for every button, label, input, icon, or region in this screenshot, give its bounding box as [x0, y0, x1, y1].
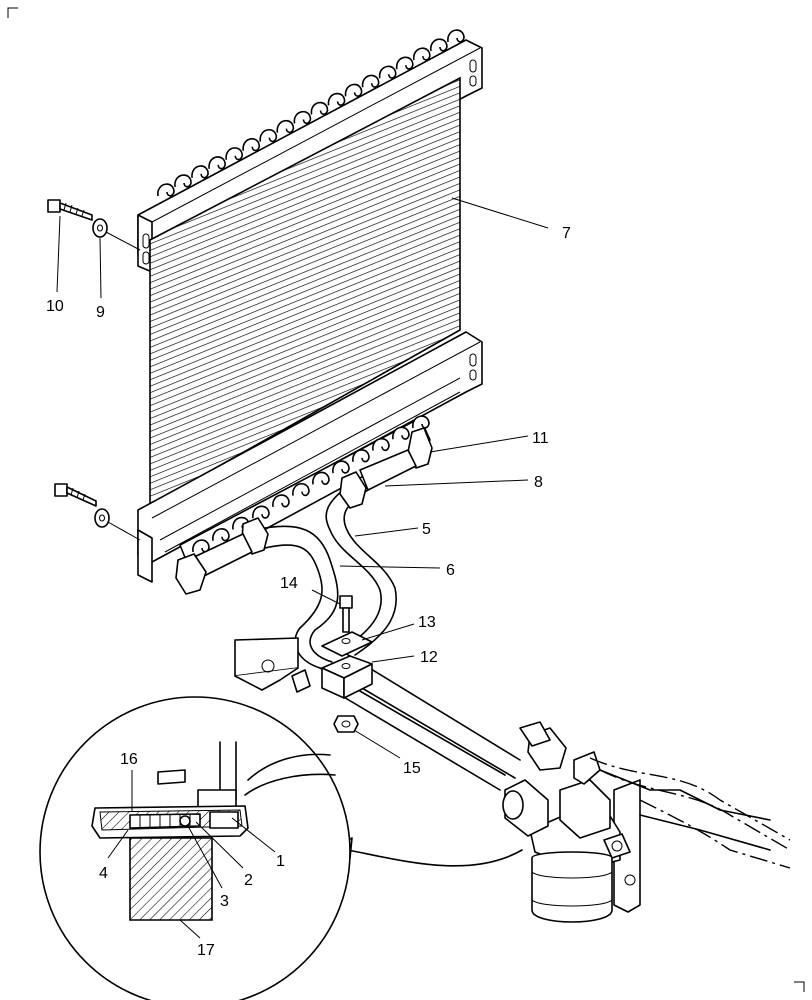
- cooler-coil-loop: [430, 38, 448, 52]
- mounting-bolt-upper: [47, 199, 93, 221]
- cooler-coil-loop: [412, 415, 430, 429]
- cooler-coil-loop: [225, 147, 244, 161]
- clamp-nut: [333, 715, 359, 733]
- fitting-upper-left: [339, 471, 367, 509]
- mounting-washer-lower: [94, 508, 110, 528]
- cooler-coil-loop: [447, 29, 465, 43]
- cooler-coil-loop: [332, 460, 350, 474]
- line-continuation-lower: [639, 799, 791, 869]
- filter-element-section: [129, 837, 213, 921]
- cooler-core-fins: [149, 76, 461, 507]
- cooler-coil-loop: [327, 92, 346, 106]
- cooler-coil-loop: [292, 483, 310, 497]
- callout-5: 5: [422, 521, 431, 538]
- callout-1: 1: [276, 853, 285, 870]
- cooler-coil-loop: [372, 437, 390, 452]
- cooler-coil-loop: [361, 74, 380, 88]
- callout-2: 2: [244, 872, 253, 889]
- cooler-coil-loop: [352, 449, 370, 463]
- callout-3: 3: [220, 893, 229, 910]
- callout-11: 11: [532, 430, 549, 447]
- callout-15: 15: [403, 760, 421, 777]
- callout-16: 16: [120, 751, 138, 768]
- fitting-upper-right: [359, 427, 433, 491]
- cooler-coil-loop: [396, 56, 414, 70]
- callout-9: 9: [96, 304, 105, 321]
- crop-mark-bottom-right: [794, 981, 805, 992]
- mounting-bolt-lower: [54, 483, 97, 507]
- cooler-coil-loop: [413, 47, 431, 61]
- cooler-coil-loop: [310, 101, 329, 116]
- cooler-lines: [254, 479, 521, 791]
- callout-13: 13: [418, 614, 436, 631]
- cooler-coil-loop: [344, 83, 363, 97]
- cooler-coil-loop: [212, 528, 230, 542]
- callout-14: 14: [280, 575, 298, 592]
- callout-7: 7: [562, 225, 571, 242]
- mounting-washer-upper: [92, 218, 108, 238]
- line-continuation-upper: [589, 757, 791, 841]
- cooler-coil-loop: [242, 138, 261, 152]
- cooler-coil-loop: [392, 426, 410, 440]
- mounting-bracket: [234, 637, 311, 693]
- callout-12: 12: [420, 649, 438, 666]
- cooler-coil-loop: [157, 183, 175, 197]
- fitting-lower-left: [175, 553, 207, 595]
- cooler-coil-loop: [192, 539, 210, 553]
- clamp-block: [321, 655, 373, 699]
- cooler-coil-loop: [276, 120, 295, 134]
- crop-mark-top-left: [7, 7, 18, 18]
- line-continuation-mid: [599, 769, 791, 851]
- clamp-plate: [321, 631, 373, 657]
- cooler-coil-loop: [208, 156, 226, 170]
- clamp-bolt: [339, 595, 353, 633]
- cooler-coil-loop: [174, 174, 192, 188]
- callout-4: 4: [99, 865, 108, 882]
- cooler-coil-loop: [272, 494, 290, 508]
- oil-cooler: [137, 29, 483, 583]
- cooler-coil-loop: [312, 471, 330, 485]
- leader-lines: [56, 197, 549, 939]
- callout-8: 8: [534, 474, 543, 491]
- fitting-lower-right: [191, 517, 269, 579]
- detail-arrow: [347, 849, 523, 867]
- cooler-top-coils: [157, 29, 465, 197]
- callout-10: 10: [46, 298, 64, 315]
- filter-assembly: [502, 721, 641, 923]
- detail-view: [39, 696, 351, 1000]
- cooler-coil-loop: [252, 505, 270, 519]
- cooler-coil-loop: [259, 129, 278, 143]
- cooler-coil-loop: [293, 110, 312, 125]
- callout-17: 17: [197, 942, 215, 959]
- callout-6: 6: [446, 562, 455, 579]
- cooler-coil-loop: [191, 165, 209, 179]
- cooler-coil-loop: [378, 65, 397, 79]
